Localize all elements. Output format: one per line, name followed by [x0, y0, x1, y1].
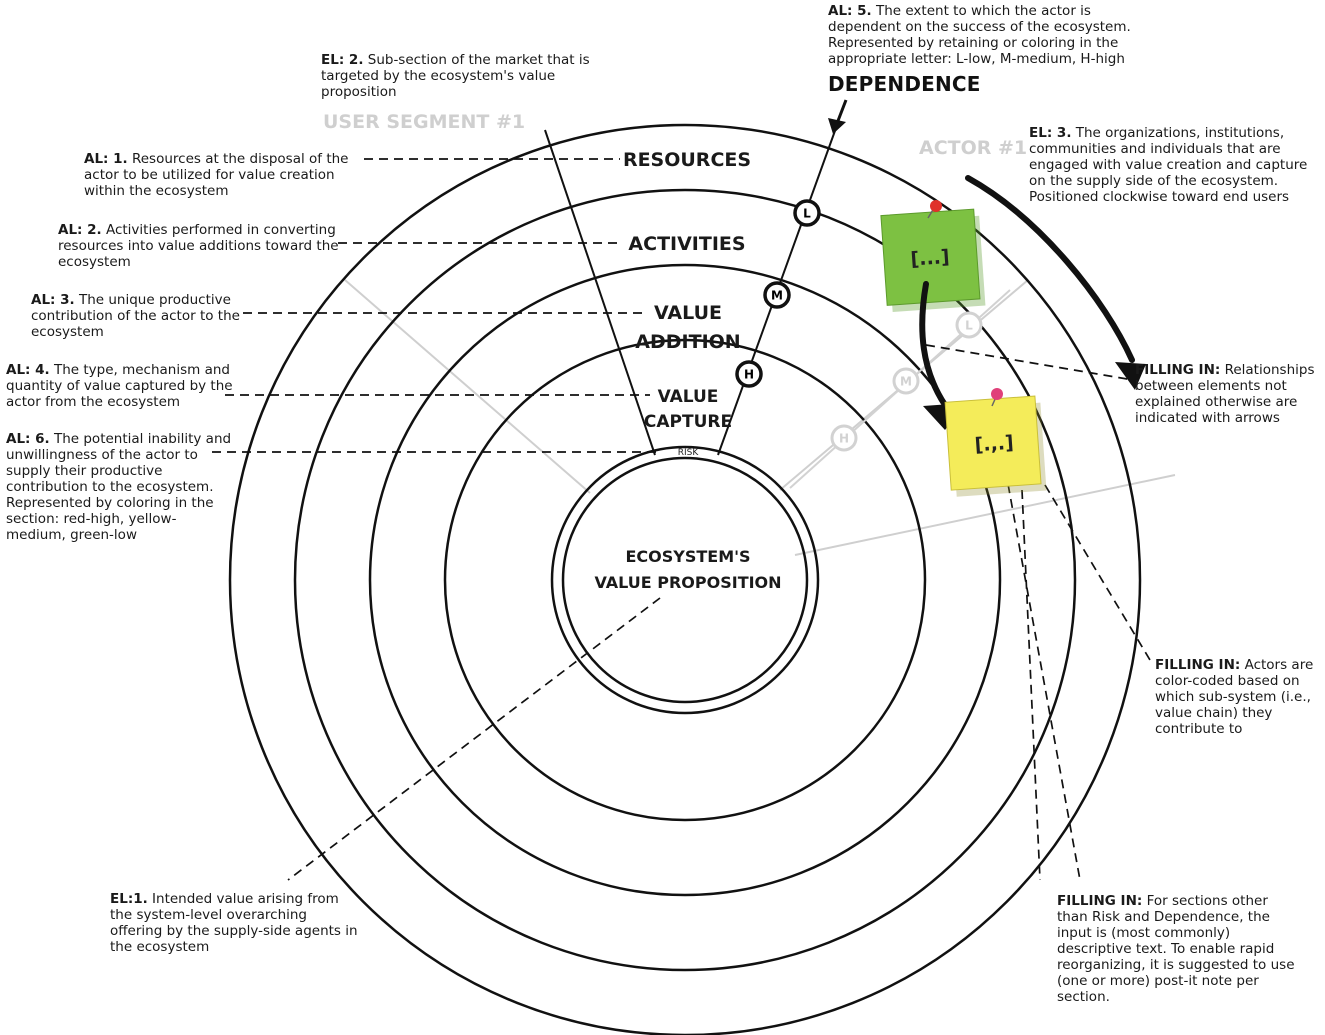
divider-line-right: [794, 474, 1176, 556]
annotation-al2: AL: 2. Activities performed in convertin…: [58, 222, 339, 270]
relation-arrow: [919, 281, 948, 408]
core-label-line2: VALUE PROPOSITION: [594, 573, 781, 592]
annotation-el3: EL: 3. The organizations, institutions, …: [1029, 125, 1308, 205]
leader-fill2: [1044, 484, 1151, 661]
annotation-el2: EL: 2. Sub-section of the market that is…: [321, 52, 590, 100]
concentric-rings: [228, 123, 1142, 1035]
post-it-yellow-text: [.,.]: [974, 432, 1014, 457]
ghost-marker-low: L: [955, 311, 983, 339]
actor-label: ACTOR #1: [919, 137, 1027, 159]
leader-el1: [287, 597, 661, 881]
dependence-marker-medium: M: [763, 281, 791, 309]
dependence-pointer-head: [828, 118, 846, 134]
dependence-marker-high: H: [735, 360, 763, 388]
post-it-green[interactable]: [...]: [880, 208, 986, 313]
svg-text:H: H: [839, 432, 849, 446]
ring-label-value-capture-2: CAPTURE: [644, 412, 732, 432]
annotation-fill3: FILLING IN: For sections other than Risk…: [1057, 893, 1295, 1005]
ghost-marker-medium: M: [892, 367, 920, 395]
annotation-el1: EL:1. Intended value arising from the sy…: [110, 891, 358, 955]
ring-core: [561, 456, 809, 704]
ring-label-value-addition-2: ADDITION: [635, 331, 740, 353]
ring-label-activities: ACTIVITIES: [628, 233, 745, 255]
post-it-yellow[interactable]: [.,.]: [944, 395, 1047, 497]
post-it-green-text: [...]: [910, 246, 950, 271]
dependence-title: DEPENDENCE: [828, 72, 981, 96]
clockwise-arrowhead: [1115, 362, 1146, 390]
svg-text:L: L: [965, 319, 973, 333]
clockwise-arc-arrow: [965, 175, 1135, 363]
ghost-marker-high: H: [830, 424, 858, 452]
annotation-al3: AL: 3. The unique productive contributio…: [31, 292, 240, 340]
ring-value-capture: [443, 338, 927, 822]
svg-text:H: H: [744, 368, 754, 382]
leader-lines: [212, 158, 1151, 881]
annotation-al1: AL: 1. Resources at the disposal of the …: [84, 151, 349, 199]
actor-dividers: [344, 279, 1176, 556]
wedge-line-left: [544, 129, 656, 456]
leader-fill1: [925, 344, 1134, 381]
annotation-fill2: FILLING IN: Actors are color-coded based…: [1155, 657, 1314, 737]
annotation-al4: AL: 4. The type, mechanism and quantity …: [6, 362, 233, 410]
user-segment-label: USER SEGMENT #1: [323, 111, 525, 133]
pin-red-icon: [927, 200, 942, 219]
ring-label-resources: RESOURCES: [623, 149, 751, 171]
pin-pink-icon: [991, 388, 1003, 407]
annotation-al6: AL: 6. The potential inability and unwil…: [6, 431, 232, 543]
ring-resources: [228, 123, 1142, 1035]
annotation-fill1: FILLING IN: Relationships between elemen…: [1135, 362, 1315, 426]
ring-activities: [293, 188, 1077, 972]
core-label-line1: ECOSYSTEM'S: [625, 547, 750, 566]
annotation-al5: AL: 5. The extent to which the actor is …: [828, 3, 1131, 67]
divider-line-upper-left: [344, 279, 591, 494]
dependence-marker-low: L: [793, 199, 821, 227]
svg-text:L: L: [803, 207, 811, 221]
svg-text:M: M: [900, 375, 912, 389]
ring-label-value-addition-1: VALUE: [654, 302, 722, 324]
ring-label-risk: RISK: [678, 448, 700, 458]
ring-label-value-capture-1: VALUE: [658, 387, 719, 407]
ring-value-addition: [368, 263, 1002, 897]
svg-text:M: M: [771, 289, 783, 303]
ring-risk: [550, 445, 820, 715]
leader-fill3-b: [1021, 489, 1041, 881]
